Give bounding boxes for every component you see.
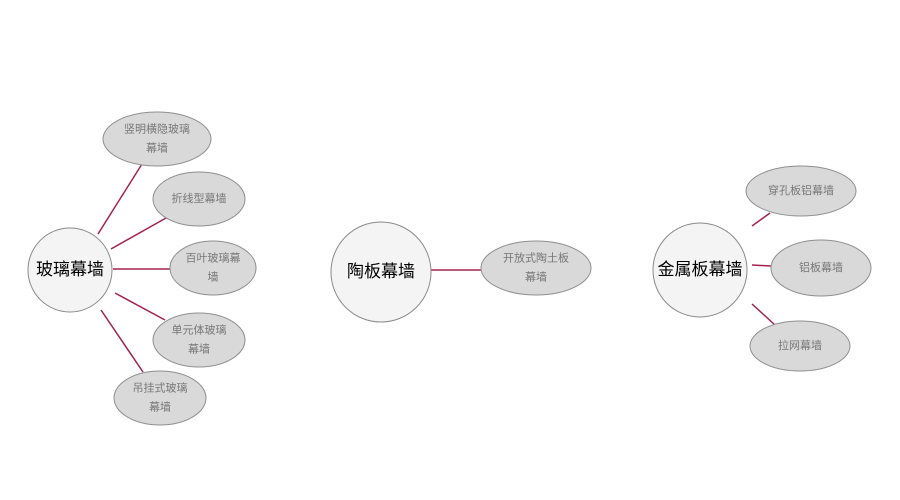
connector-line	[110, 217, 167, 250]
leaf-label: 铝板幕墙	[799, 260, 843, 274]
leaf-label: 单元体玻璃	[172, 323, 227, 337]
leaf-node[interactable]	[749, 320, 851, 372]
leaf-label: 墙	[208, 270, 219, 284]
hub-node[interactable]	[652, 222, 748, 318]
leaf-label: 穿孔板铝幕墙	[768, 183, 834, 197]
leaf-node[interactable]	[152, 171, 246, 227]
hub-node[interactable]	[330, 221, 432, 323]
leaf-label: 拉网幕墙	[778, 338, 822, 352]
leaf-node[interactable]	[152, 312, 246, 368]
hub-label: 金属板幕墙	[658, 260, 743, 280]
leaf-label: 幕墙	[149, 400, 171, 414]
connector-line	[114, 292, 166, 321]
leaf-label: 幕墙	[146, 141, 168, 155]
connector-line	[751, 212, 771, 227]
leaf-node[interactable]	[102, 111, 212, 167]
leaf-node[interactable]	[770, 239, 872, 297]
leaf-node[interactable]	[169, 240, 257, 296]
connector-line	[751, 264, 772, 267]
hub-label: 玻璃幕墙	[36, 260, 104, 280]
leaf-node[interactable]	[113, 370, 207, 426]
leaf-label: 吊挂式玻璃	[133, 381, 188, 395]
connector-line	[751, 303, 776, 326]
leaf-node[interactable]	[745, 165, 857, 217]
leaf-label: 百叶玻璃幕	[186, 251, 241, 265]
connector-line	[100, 309, 144, 373]
hub-node[interactable]	[27, 227, 113, 313]
leaf-label: 竖明横隐玻璃	[124, 122, 190, 136]
leaf-label: 开放式陶土板	[503, 251, 569, 265]
leaf-node[interactable]	[480, 240, 592, 296]
leaf-label: 折线型幕墙	[172, 191, 227, 205]
connector-line	[97, 163, 143, 235]
leaf-label: 幕墙	[188, 342, 210, 356]
leaf-label: 幕墙	[525, 270, 547, 284]
hub-label: 陶板幕墙	[347, 262, 415, 282]
